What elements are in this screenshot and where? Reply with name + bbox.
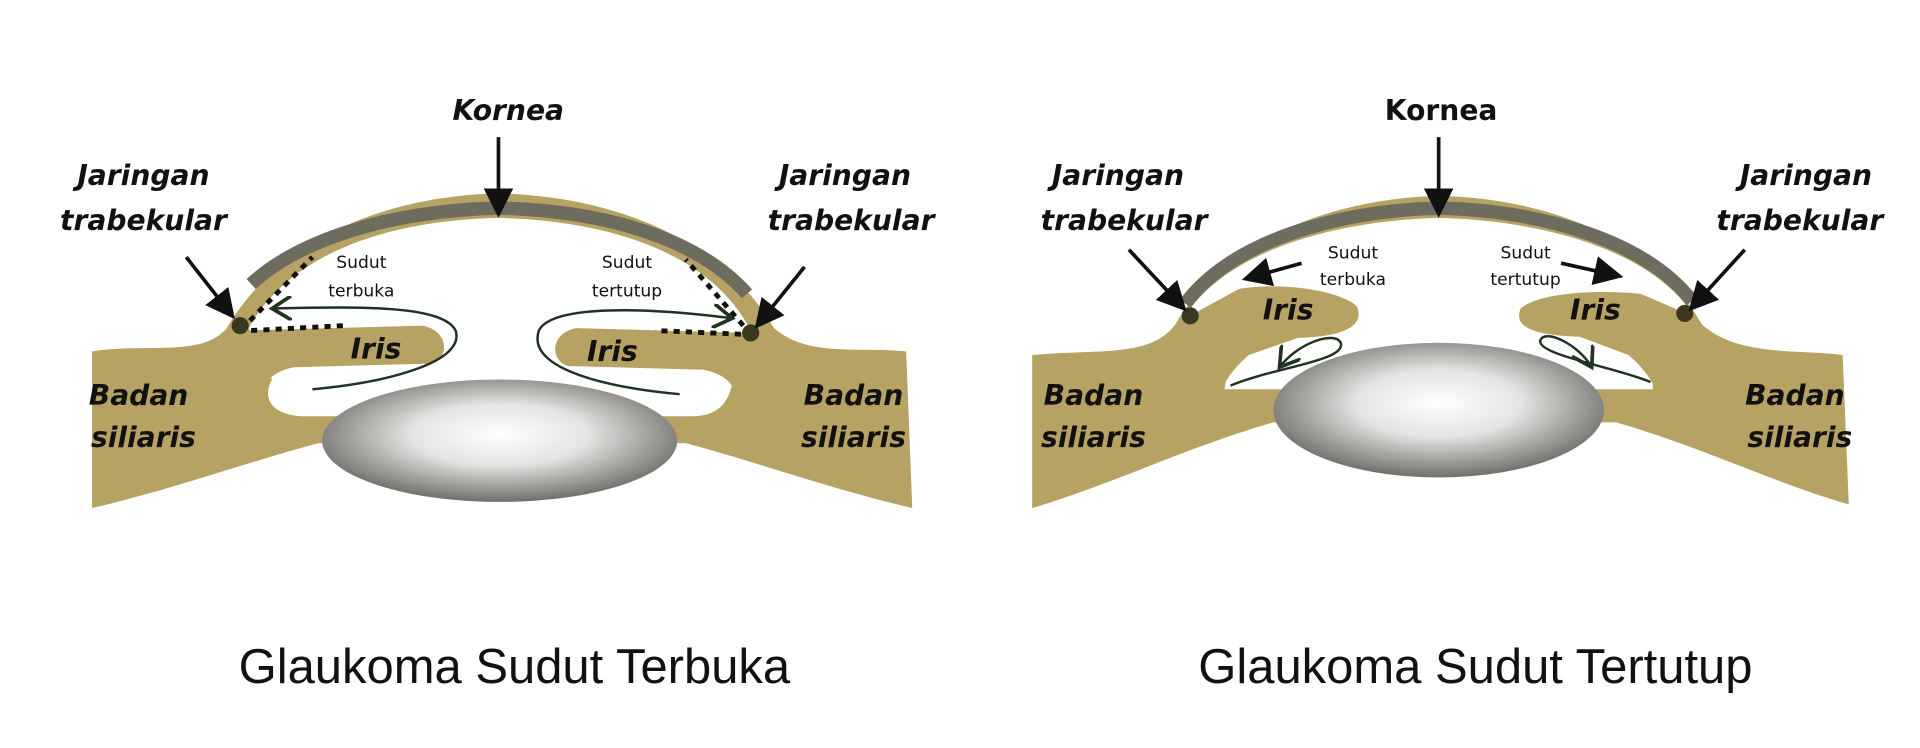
iris-label: Iris [1570, 294, 1621, 327]
angle-label: Sudut [1501, 243, 1551, 263]
angle-label: tertutup [1490, 270, 1560, 290]
ciliary-body-label: siliaris [801, 421, 906, 454]
iris-left-shape [238, 325, 445, 382]
iris-right-shape [555, 328, 755, 387]
trabecular-label: Jaringan [1735, 159, 1872, 192]
iris-label: Iris [351, 333, 402, 366]
trabecular-label: trabekular [768, 204, 937, 237]
flow-arrow [1539, 335, 1651, 384]
iris-label: Iris [587, 335, 638, 368]
angle-label: Sudut [602, 253, 652, 273]
ciliary-body-label: Badan [89, 379, 189, 412]
closed-angle-diagram: Kornea Jaringan trabekular Jaringan trab… [1032, 94, 1885, 694]
diagram-title: Glaukoma Sudut Tertutup [1198, 640, 1752, 694]
ciliary-body-label: siliaris [91, 421, 196, 454]
trabecular-meshwork [231, 317, 249, 335]
trabecular-label: trabekular [60, 204, 229, 237]
trabecular-arrow [1127, 248, 1187, 312]
kornea-label: Kornea [1385, 94, 1498, 127]
ciliary-body-label: siliaris [1041, 421, 1146, 454]
iris-right-shape [1519, 291, 1702, 390]
open-angle-diagram: Kornea Jaringan trabekular Jaringan trab… [60, 94, 937, 694]
trabecular-meshwork [742, 324, 760, 342]
trabecular-label: Jaringan [72, 159, 209, 192]
iris-left-shape [1175, 286, 1359, 390]
flow-arrow [536, 310, 733, 396]
ciliary-body-label: siliaris [1747, 421, 1852, 454]
trabecular-label: Jaringan [774, 159, 911, 192]
angle-label: Sudut [1328, 243, 1378, 263]
anterior-chamber [1185, 217, 1693, 390]
angle-label: Sudut [336, 253, 386, 273]
flow-arrow [1230, 336, 1342, 387]
lens [322, 379, 678, 502]
trabecular-label: trabekular [1716, 204, 1885, 237]
flow-arrow [272, 307, 458, 391]
iris-label: Iris [1263, 294, 1314, 327]
trabecular-meshwork [1181, 307, 1199, 325]
trabecular-arrow [1688, 248, 1747, 312]
trabecular-label: trabekular [1041, 204, 1210, 237]
ciliary-body-label: Badan [1745, 379, 1845, 412]
ciliary-body-label: Badan [1044, 379, 1144, 412]
trabecular-arrow [754, 265, 806, 329]
angle-arrow [1241, 257, 1303, 287]
trabecular-label: Jaringan [1047, 159, 1184, 192]
trabecular-meshwork [1676, 304, 1694, 322]
trabecular-arrow [184, 255, 235, 320]
angle-label: tertutup [592, 281, 662, 301]
lens [1273, 342, 1604, 478]
angle-label: terbuka [328, 281, 394, 301]
diagram-title: Glaukoma Sudut Terbuka [239, 640, 791, 694]
open-angle-lines [248, 255, 344, 333]
ciliary-body-label: Badan [804, 379, 904, 412]
kornea-label: Kornea [452, 94, 564, 127]
angle-label: terbuka [1320, 270, 1386, 290]
angle-arrow [1560, 256, 1624, 286]
